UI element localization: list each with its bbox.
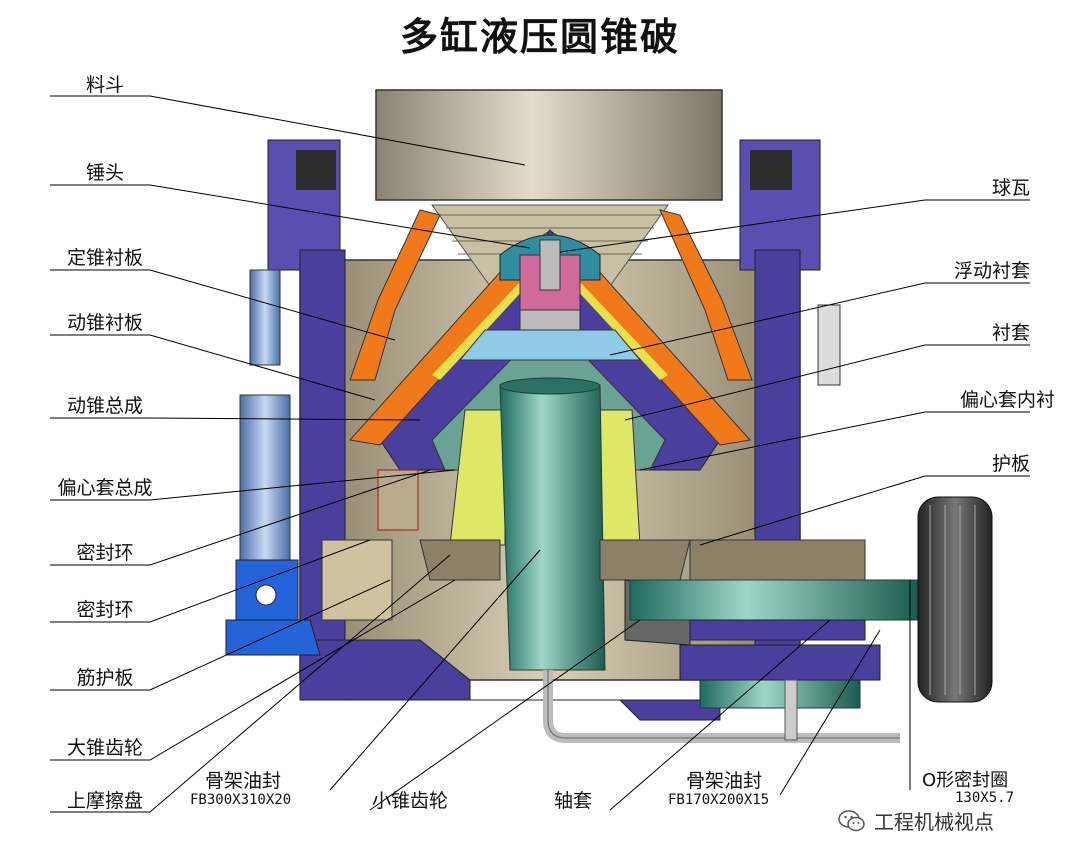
spec-o-ring: 130X5.7 (955, 790, 1015, 806)
label-fixed-cone-liner: 定锥衬板 (66, 247, 143, 269)
label-seal-ring-1: 密封环 (76, 542, 134, 564)
label-ball-bearing: 球瓦 (991, 177, 1030, 199)
label-upper-friction-disc: 上摩擦盘 (66, 790, 143, 812)
label-eccentric-sleeve-assembly: 偏心套总成 (57, 477, 153, 499)
big-bevel-gear (419, 539, 501, 581)
spec-oil-seal-2: FB170X200X15 (668, 792, 770, 808)
diagram-title: 多缸液压圆锥破 (399, 15, 680, 59)
watermark-text: 工程机械视点 (874, 810, 994, 834)
main-shaft (499, 384, 606, 671)
fixed-cone-liner-right (659, 209, 753, 381)
leader-lines (50, 95, 1030, 813)
label-small-bevel-gear: 小锥齿轮 (372, 790, 449, 812)
label-hammer-head: 锤头 (85, 162, 124, 184)
label-oil-seal-1: 骨架油封 (205, 770, 282, 792)
label-oil-seal-2: 骨架油封 (686, 770, 763, 792)
spec-oil-seal-1: FB300X310X20 (190, 792, 292, 808)
label-big-bevel-gear: 大锥齿轮 (66, 737, 143, 759)
label-hopper: 料斗 (85, 74, 124, 96)
pulley (917, 496, 993, 703)
drive-shaft (629, 579, 921, 621)
fixed-cone-liner-left (349, 209, 441, 381)
eccentric-sleeve-liner (449, 409, 506, 546)
hopper-shape (375, 89, 723, 201)
label-bushing: 衬套 (991, 322, 1030, 344)
wechat-icon (838, 809, 866, 833)
label-moving-cone-assembly: 动锥总成 (66, 395, 143, 417)
label-rib-guard-plate: 筋护板 (76, 667, 134, 689)
label-float-bushing: 浮动衬套 (953, 260, 1030, 282)
label-shaft-sleeve: 轴套 (554, 790, 593, 812)
label-o-ring: O形密封圈 (922, 770, 1009, 791)
label-moving-cone-liner: 动锥衬板 (66, 312, 143, 334)
rib-guard-plate (321, 539, 393, 621)
watermark: 工程机械视点 (838, 806, 994, 835)
label-guard-plate: 护板 (991, 453, 1030, 475)
hydraulic-cylinder (225, 269, 321, 656)
label-seal-ring-2: 密封环 (76, 599, 134, 621)
label-eccentric-sleeve-liner: 偏心套内衬 (959, 389, 1055, 411)
